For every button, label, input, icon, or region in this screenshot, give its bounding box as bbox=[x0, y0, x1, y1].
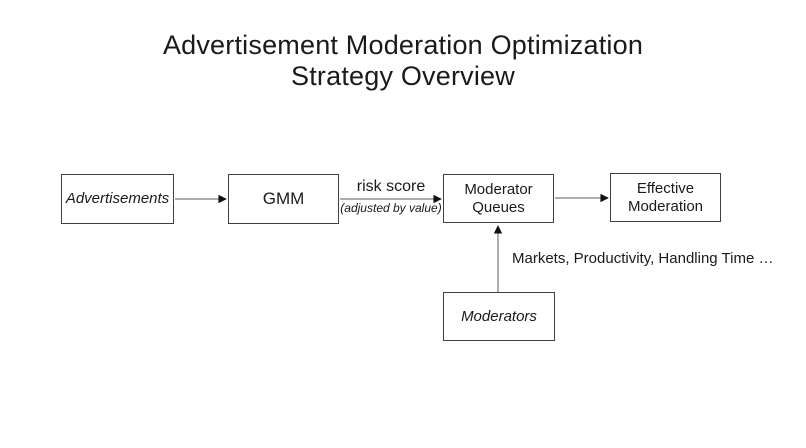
edge-label-markets-productivity-handling-time: Markets, Productivity, Handling Time … bbox=[512, 250, 774, 267]
edge-label-risk-score: risk score bbox=[356, 178, 426, 195]
node-advertisements: Advertisements bbox=[61, 174, 174, 224]
page-title-line2: Strategy Overview bbox=[291, 61, 515, 91]
node-gmm-label: GMM bbox=[262, 189, 305, 208]
node-effective-moderation-label: Effective Moderation bbox=[627, 179, 704, 215]
node-advertisements-label: Advertisements bbox=[65, 190, 170, 207]
node-moderator-queues: Moderator Queues bbox=[443, 174, 554, 223]
page-title-line1: Advertisement Moderation Optimization bbox=[162, 30, 644, 60]
node-moderators: Moderators bbox=[443, 292, 555, 341]
edge-label-adjusted-by-value: (adjusted by value) bbox=[340, 201, 442, 215]
node-moderator-queues-label: Moderator Queues bbox=[464, 180, 533, 216]
node-effective-moderation: Effective Moderation bbox=[610, 173, 721, 222]
node-gmm: GMM bbox=[228, 174, 339, 224]
page-title: Advertisement Moderation Optimization St… bbox=[0, 30, 806, 92]
node-moderators-label: Moderators bbox=[461, 307, 537, 325]
